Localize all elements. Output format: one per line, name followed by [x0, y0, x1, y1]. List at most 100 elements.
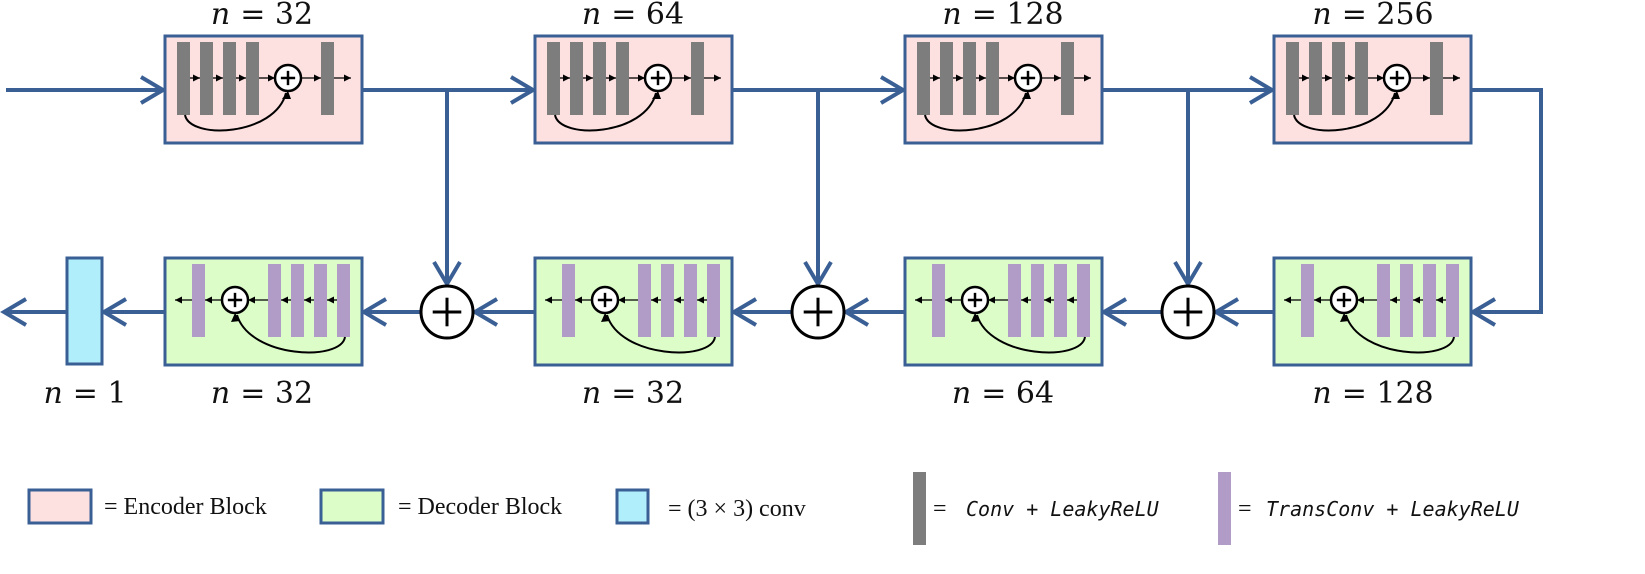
output-conv-label: n= 1: [43, 376, 126, 411]
skip-curve-arrowhead-icon: [971, 313, 980, 322]
conv-bar: [1355, 42, 1368, 115]
encoder-block: [533, 34, 734, 145]
decoder-blocks: [163, 256, 1473, 367]
conv-bar: [1309, 42, 1322, 115]
sum-nodes: [419, 284, 1216, 340]
small-arrowhead-icon: [193, 74, 200, 82]
sum-node: [419, 284, 475, 340]
skip-curve: [606, 314, 716, 354]
conv-bar: [177, 42, 190, 115]
small-arrowhead-icon: [281, 296, 288, 304]
arrowhead-icon: [1212, 297, 1240, 327]
encoder-blocks: [163, 34, 1473, 145]
small-arrowhead-icon: [988, 296, 995, 304]
small-arrowhead-icon: [979, 74, 986, 82]
small-arrowhead-icon: [248, 296, 255, 304]
skip-curve: [554, 92, 657, 132]
transconv-bar: [661, 264, 674, 337]
sum-node: [1160, 284, 1216, 340]
small-arrowhead-icon: [216, 74, 223, 82]
legend-encoder-label: = Encoder Block: [104, 494, 267, 520]
transconv-bar: [1008, 264, 1021, 337]
transconv-bar: [268, 264, 281, 337]
legend-transconv-label: TransConv + LeakyReLU: [1266, 497, 1520, 521]
small-arrowhead-icon: [1284, 296, 1291, 304]
small-arrowhead-icon: [651, 296, 658, 304]
encoder-label-3: n= 128: [942, 0, 1063, 32]
legend-decoder-swatch: [319, 488, 385, 525]
skip-curve-arrowhead-icon: [652, 91, 661, 99]
decoder-block: [163, 256, 364, 367]
decoder-label-4: n= 128: [1312, 376, 1433, 411]
conv-bar: [963, 42, 976, 115]
small-arrowhead-icon: [609, 74, 616, 82]
arrowhead-icon: [100, 297, 128, 327]
legend-conv-label: Conv + LeakyReLU: [966, 497, 1160, 521]
small-arrowhead-icon: [933, 74, 940, 82]
conv-bar: [547, 42, 560, 115]
skip-curve-arrowhead-icon: [1340, 313, 1349, 322]
skip-curve-arrowhead-icon: [231, 313, 240, 322]
skip-curve-arrowhead-icon: [1022, 91, 1031, 99]
legend-conv-eq: =: [933, 496, 947, 522]
small-arrowhead-icon: [545, 296, 552, 304]
transconv-bar: [562, 264, 575, 337]
transconv-bar: [192, 264, 205, 337]
transconv-bar: [684, 264, 697, 337]
transconv-bar: [314, 264, 327, 337]
decoder-block: [1272, 256, 1473, 367]
small-arrowhead-icon: [945, 296, 952, 304]
small-arrowhead-icon: [205, 296, 212, 304]
small-arrowhead-icon: [956, 74, 963, 82]
conv-bar: [1286, 42, 1299, 115]
skip-curve: [1345, 314, 1455, 354]
skip-curve: [1293, 92, 1396, 132]
decoder-block: [533, 256, 734, 367]
arrowhead-icon: [360, 297, 388, 327]
arrowhead-icon: [842, 297, 870, 327]
skip-curve-arrowhead-icon: [601, 313, 610, 322]
small-arrowhead-icon: [1436, 296, 1443, 304]
legend: = Encoder Block = Decoder Block = (3 × 3…: [27, 472, 1520, 545]
conv-bar: [616, 42, 629, 115]
arrowhead-icon: [509, 75, 537, 105]
conv-bar: [986, 42, 999, 115]
conv-bar: [200, 42, 213, 115]
conv-bar: [593, 42, 606, 115]
small-arrowhead-icon: [327, 296, 334, 304]
transconv-bar: [291, 264, 304, 337]
transconv-bar: [932, 264, 945, 337]
small-arrowhead-icon: [563, 74, 570, 82]
small-arrowhead-icon: [915, 296, 922, 304]
transconv-bar: [1077, 264, 1090, 337]
decoder-label-3: n= 64: [952, 376, 1054, 411]
arrowhead-icon: [730, 297, 758, 327]
transconv-bar: [1031, 264, 1044, 337]
small-arrowhead-icon: [714, 74, 721, 82]
conv-bar: [223, 42, 236, 115]
decoder-labels: n= 1 n= 32 n= 32 n= 64 n= 128: [43, 376, 1433, 411]
small-arrowhead-icon: [175, 296, 182, 304]
legend-transconv-bar: [1218, 472, 1231, 545]
transconv-bar: [1400, 264, 1413, 337]
small-arrowhead-icon: [1044, 296, 1051, 304]
conv-bar: [691, 42, 704, 115]
arrowhead-icon: [1100, 297, 1128, 327]
decoder-block: [903, 256, 1104, 367]
skip-curve-arrowhead-icon: [282, 91, 291, 99]
small-arrowhead-icon: [575, 296, 582, 304]
transconv-bar: [638, 264, 651, 337]
output-arrowhead-icon: [0, 297, 28, 327]
transconv-bar: [337, 264, 350, 337]
arrowhead-icon: [879, 75, 907, 105]
conv-bar: [1430, 42, 1443, 115]
small-arrowhead-icon: [1453, 74, 1460, 82]
encoder-block: [1272, 34, 1473, 145]
small-arrowhead-icon: [1325, 74, 1332, 82]
conv-bar: [1332, 42, 1345, 115]
small-arrowhead-icon: [1054, 74, 1061, 82]
small-arrowhead-icon: [1021, 296, 1028, 304]
transconv-bar: [1054, 264, 1067, 337]
small-arrowhead-icon: [684, 74, 691, 82]
small-arrowhead-icon: [1357, 296, 1364, 304]
